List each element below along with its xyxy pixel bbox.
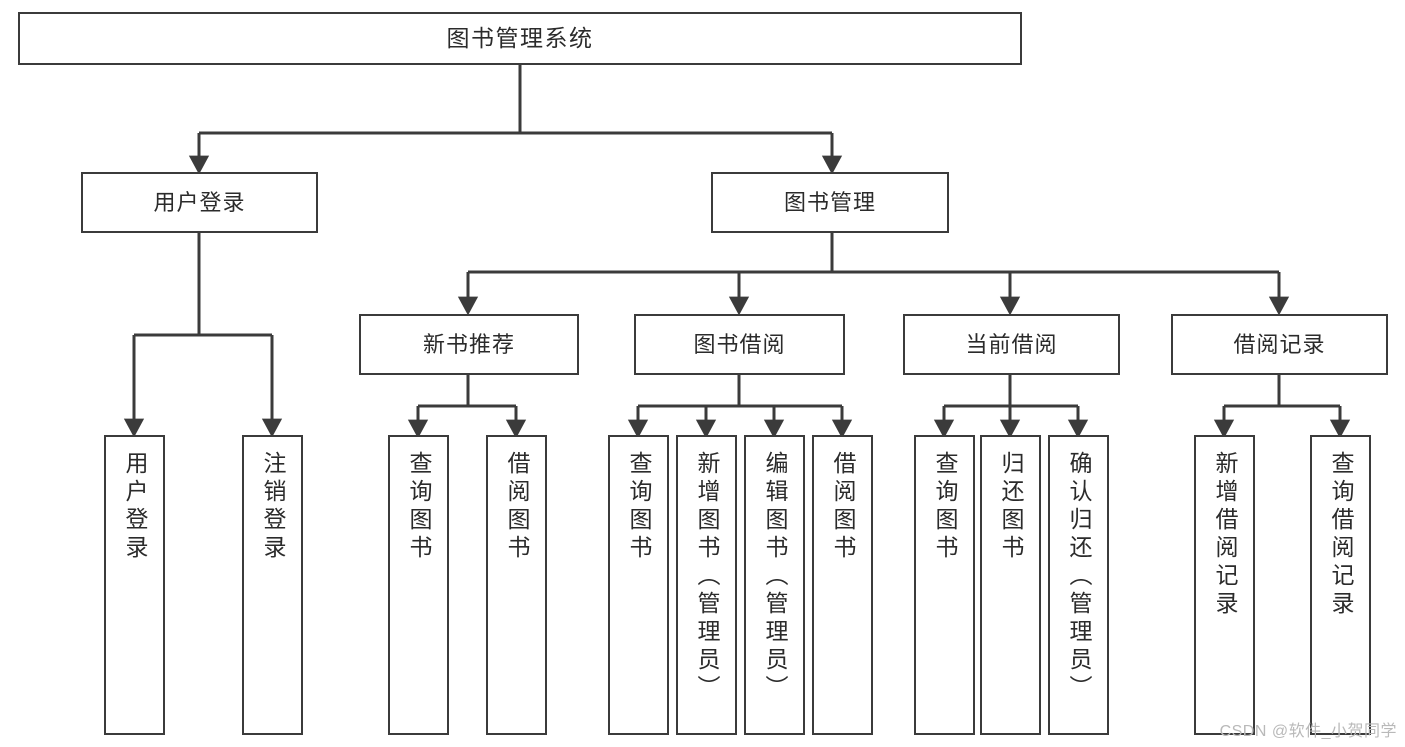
node-leaf-borrow-book-2[interactable]: 借阅图书 — [812, 435, 873, 735]
node-leaf-user-logout-label: 注销登录 — [260, 451, 286, 563]
node-leaf-confirm-return-label: 确认归还（管理员） — [1066, 451, 1092, 703]
node-root-label: 图书管理系统 — [446, 24, 594, 51]
node-root[interactable]: 图书管理系统 — [18, 12, 1022, 65]
node-leaf-edit-book[interactable]: 编辑图书（管理员） — [744, 435, 805, 735]
node-leaf-query-book-1[interactable]: 查询图书 — [388, 435, 449, 735]
node-leaf-borrow-book-1[interactable]: 借阅图书 — [486, 435, 547, 735]
node-new-book-rec[interactable]: 新书推荐 — [359, 314, 579, 375]
node-leaf-borrow-book-1-label: 借阅图书 — [504, 451, 530, 563]
node-leaf-confirm-return[interactable]: 确认归还（管理员） — [1048, 435, 1109, 735]
node-borrow-record-label: 借阅记录 — [1233, 331, 1326, 357]
node-user-login-label: 用户登录 — [153, 189, 246, 215]
node-current-borrow[interactable]: 当前借阅 — [903, 314, 1120, 375]
node-leaf-query-book-3[interactable]: 查询图书 — [914, 435, 975, 735]
node-leaf-query-book-3-label: 查询图书 — [932, 451, 958, 563]
csdn-watermark: CSDN @软件_小贺同学 — [1219, 723, 1397, 740]
node-leaf-user-logout[interactable]: 注销登录 — [242, 435, 303, 735]
node-leaf-add-record[interactable]: 新增借阅记录 — [1194, 435, 1255, 735]
node-leaf-return-book[interactable]: 归还图书 — [980, 435, 1041, 735]
node-leaf-query-book-1-label: 查询图书 — [406, 451, 432, 563]
node-leaf-add-record-label: 新增借阅记录 — [1212, 451, 1238, 619]
node-leaf-add-book-label: 新增图书（管理员） — [694, 451, 720, 703]
node-leaf-query-book-2-label: 查询图书 — [626, 451, 652, 563]
node-leaf-user-login-label: 用户登录 — [122, 451, 148, 563]
node-borrow-record[interactable]: 借阅记录 — [1171, 314, 1388, 375]
node-book-borrow[interactable]: 图书借阅 — [634, 314, 845, 375]
node-leaf-query-record[interactable]: 查询借阅记录 — [1310, 435, 1371, 735]
node-leaf-query-record-label: 查询借阅记录 — [1328, 451, 1354, 619]
node-leaf-query-book-2[interactable]: 查询图书 — [608, 435, 669, 735]
node-book-manage[interactable]: 图书管理 — [711, 172, 949, 233]
node-current-borrow-label: 当前借阅 — [965, 331, 1058, 357]
node-leaf-user-login[interactable]: 用户登录 — [104, 435, 165, 735]
node-leaf-edit-book-label: 编辑图书（管理员） — [762, 451, 788, 703]
node-book-manage-label: 图书管理 — [783, 189, 876, 215]
node-new-book-rec-label: 新书推荐 — [422, 331, 515, 357]
node-book-borrow-label: 图书借阅 — [693, 331, 786, 357]
node-user-login[interactable]: 用户登录 — [81, 172, 318, 233]
node-leaf-return-book-label: 归还图书 — [998, 451, 1024, 563]
node-leaf-borrow-book-2-label: 借阅图书 — [830, 451, 856, 563]
node-leaf-add-book[interactable]: 新增图书（管理员） — [676, 435, 737, 735]
